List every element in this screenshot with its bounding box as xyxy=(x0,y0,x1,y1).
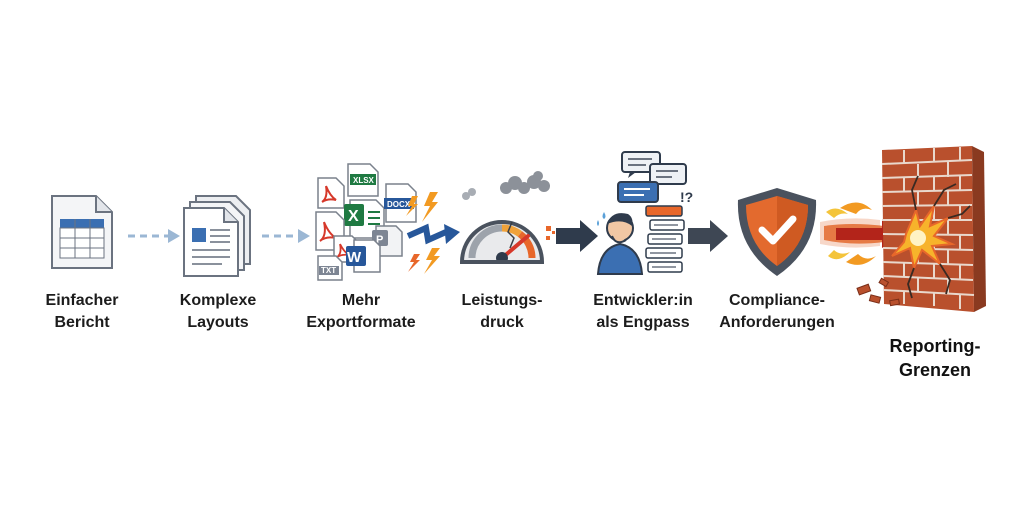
word-file-icon: W xyxy=(346,239,381,273)
excel-label: X xyxy=(348,208,359,225)
lightning-icon-4 xyxy=(408,254,420,272)
dashed-arrow-2 xyxy=(262,229,310,243)
step-label-leistungsdruck: Leistungs- druck xyxy=(461,292,543,331)
step-label-einfacher-bericht: Einfacher Bericht xyxy=(45,292,119,331)
dark-arrow-2 xyxy=(688,220,728,252)
lightning-icon-3 xyxy=(424,248,440,274)
step-label-reporting-grenzen: Reporting- Grenzen xyxy=(889,336,981,380)
gauge-icon xyxy=(459,171,550,264)
file-formats-icon: XLSX X DOCX P xyxy=(315,163,440,281)
stressed-developer-icon: !? xyxy=(596,151,693,275)
smoke-icon xyxy=(462,171,550,200)
lightning-icon-2 xyxy=(406,196,418,216)
brick-wall-icon xyxy=(856,146,986,312)
dashed-arrow-1 xyxy=(128,229,180,243)
stacked-documents-icon xyxy=(183,195,251,277)
step-label-entwickler-engpass: Entwickler:in als Engpass xyxy=(593,292,693,331)
zigzag-arrow xyxy=(406,223,460,245)
xlsx-file-icon: XLSX xyxy=(347,163,379,197)
confusion-marks: !? xyxy=(680,189,693,205)
txt-label: TXT xyxy=(321,266,336,275)
lightning-icon xyxy=(422,192,438,222)
falling-bricks xyxy=(856,277,901,307)
task-stack-icon xyxy=(645,205,685,273)
txt-file-icon: TXT xyxy=(317,255,343,281)
xlsx-label: XLSX xyxy=(353,176,375,185)
shield-check-icon xyxy=(737,188,817,276)
word-label: W xyxy=(347,249,362,266)
step-label-mehr-exportformate: Mehr Exportformate xyxy=(306,292,416,331)
table-document-icon xyxy=(51,195,113,269)
step-label-komplexe-layouts: Komplexe Layouts xyxy=(179,292,257,331)
developer-figure xyxy=(596,212,644,275)
powerpoint-label: P xyxy=(376,234,383,246)
dark-arrow-1 xyxy=(546,220,598,252)
pdf-file-icon xyxy=(317,177,345,209)
chat-bubble-icon-2 xyxy=(649,163,687,185)
chat-bubble-icon-3 xyxy=(617,181,659,203)
step-label-compliance: Compliance- Anforderungen xyxy=(719,292,835,331)
docx-label: DOCX xyxy=(387,200,411,209)
